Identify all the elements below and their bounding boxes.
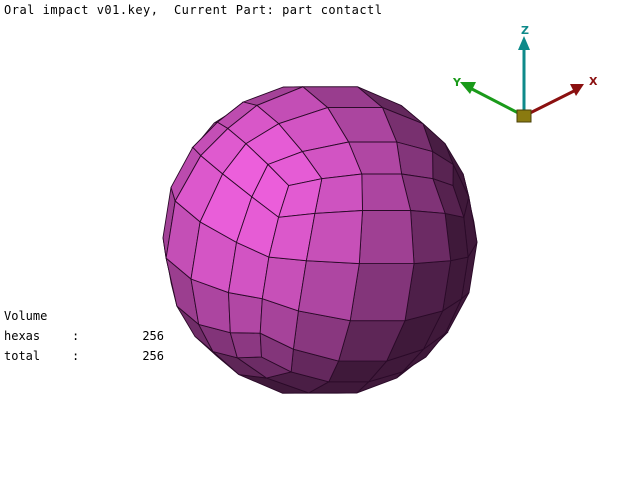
- y-axis-label: Y: [452, 76, 462, 89]
- stats-label: hexas: [4, 326, 72, 346]
- stats-row-hexas: hexas : 256: [4, 326, 164, 346]
- stats-separator: :: [72, 346, 124, 366]
- origin-cube-icon: [517, 110, 531, 122]
- z-axis-arrow-icon: [518, 36, 530, 50]
- stats-value: 256: [124, 346, 164, 366]
- mesh-element: [411, 211, 451, 264]
- z-axis-label: Z: [521, 24, 529, 37]
- x-axis-arrow-icon: [570, 84, 584, 96]
- stats-separator: :: [72, 326, 124, 346]
- stats-value: 256: [124, 326, 164, 346]
- x-axis-label: X: [589, 75, 598, 88]
- stats-row-total: total : 256: [4, 346, 164, 366]
- stats-label: total: [4, 346, 72, 366]
- mesh-element: [306, 211, 362, 264]
- y-axis-arrow-icon: [460, 82, 476, 94]
- y-axis-line: [470, 88, 524, 116]
- stats-panel: Volume hexas : 256 total : 256: [4, 306, 164, 366]
- mesh-element: [359, 211, 414, 264]
- window-title: Oral impact v01.key, Current Part: part …: [4, 3, 383, 17]
- mesh-element: [315, 174, 363, 213]
- stats-heading: Volume: [4, 306, 164, 326]
- x-axis-line: [524, 90, 576, 116]
- mesh-element: [298, 261, 359, 321]
- mesh-element: [362, 174, 411, 211]
- mesh-element: [229, 293, 263, 334]
- mesh-element: [350, 264, 414, 321]
- axis-triad: Z Y X: [448, 22, 608, 132]
